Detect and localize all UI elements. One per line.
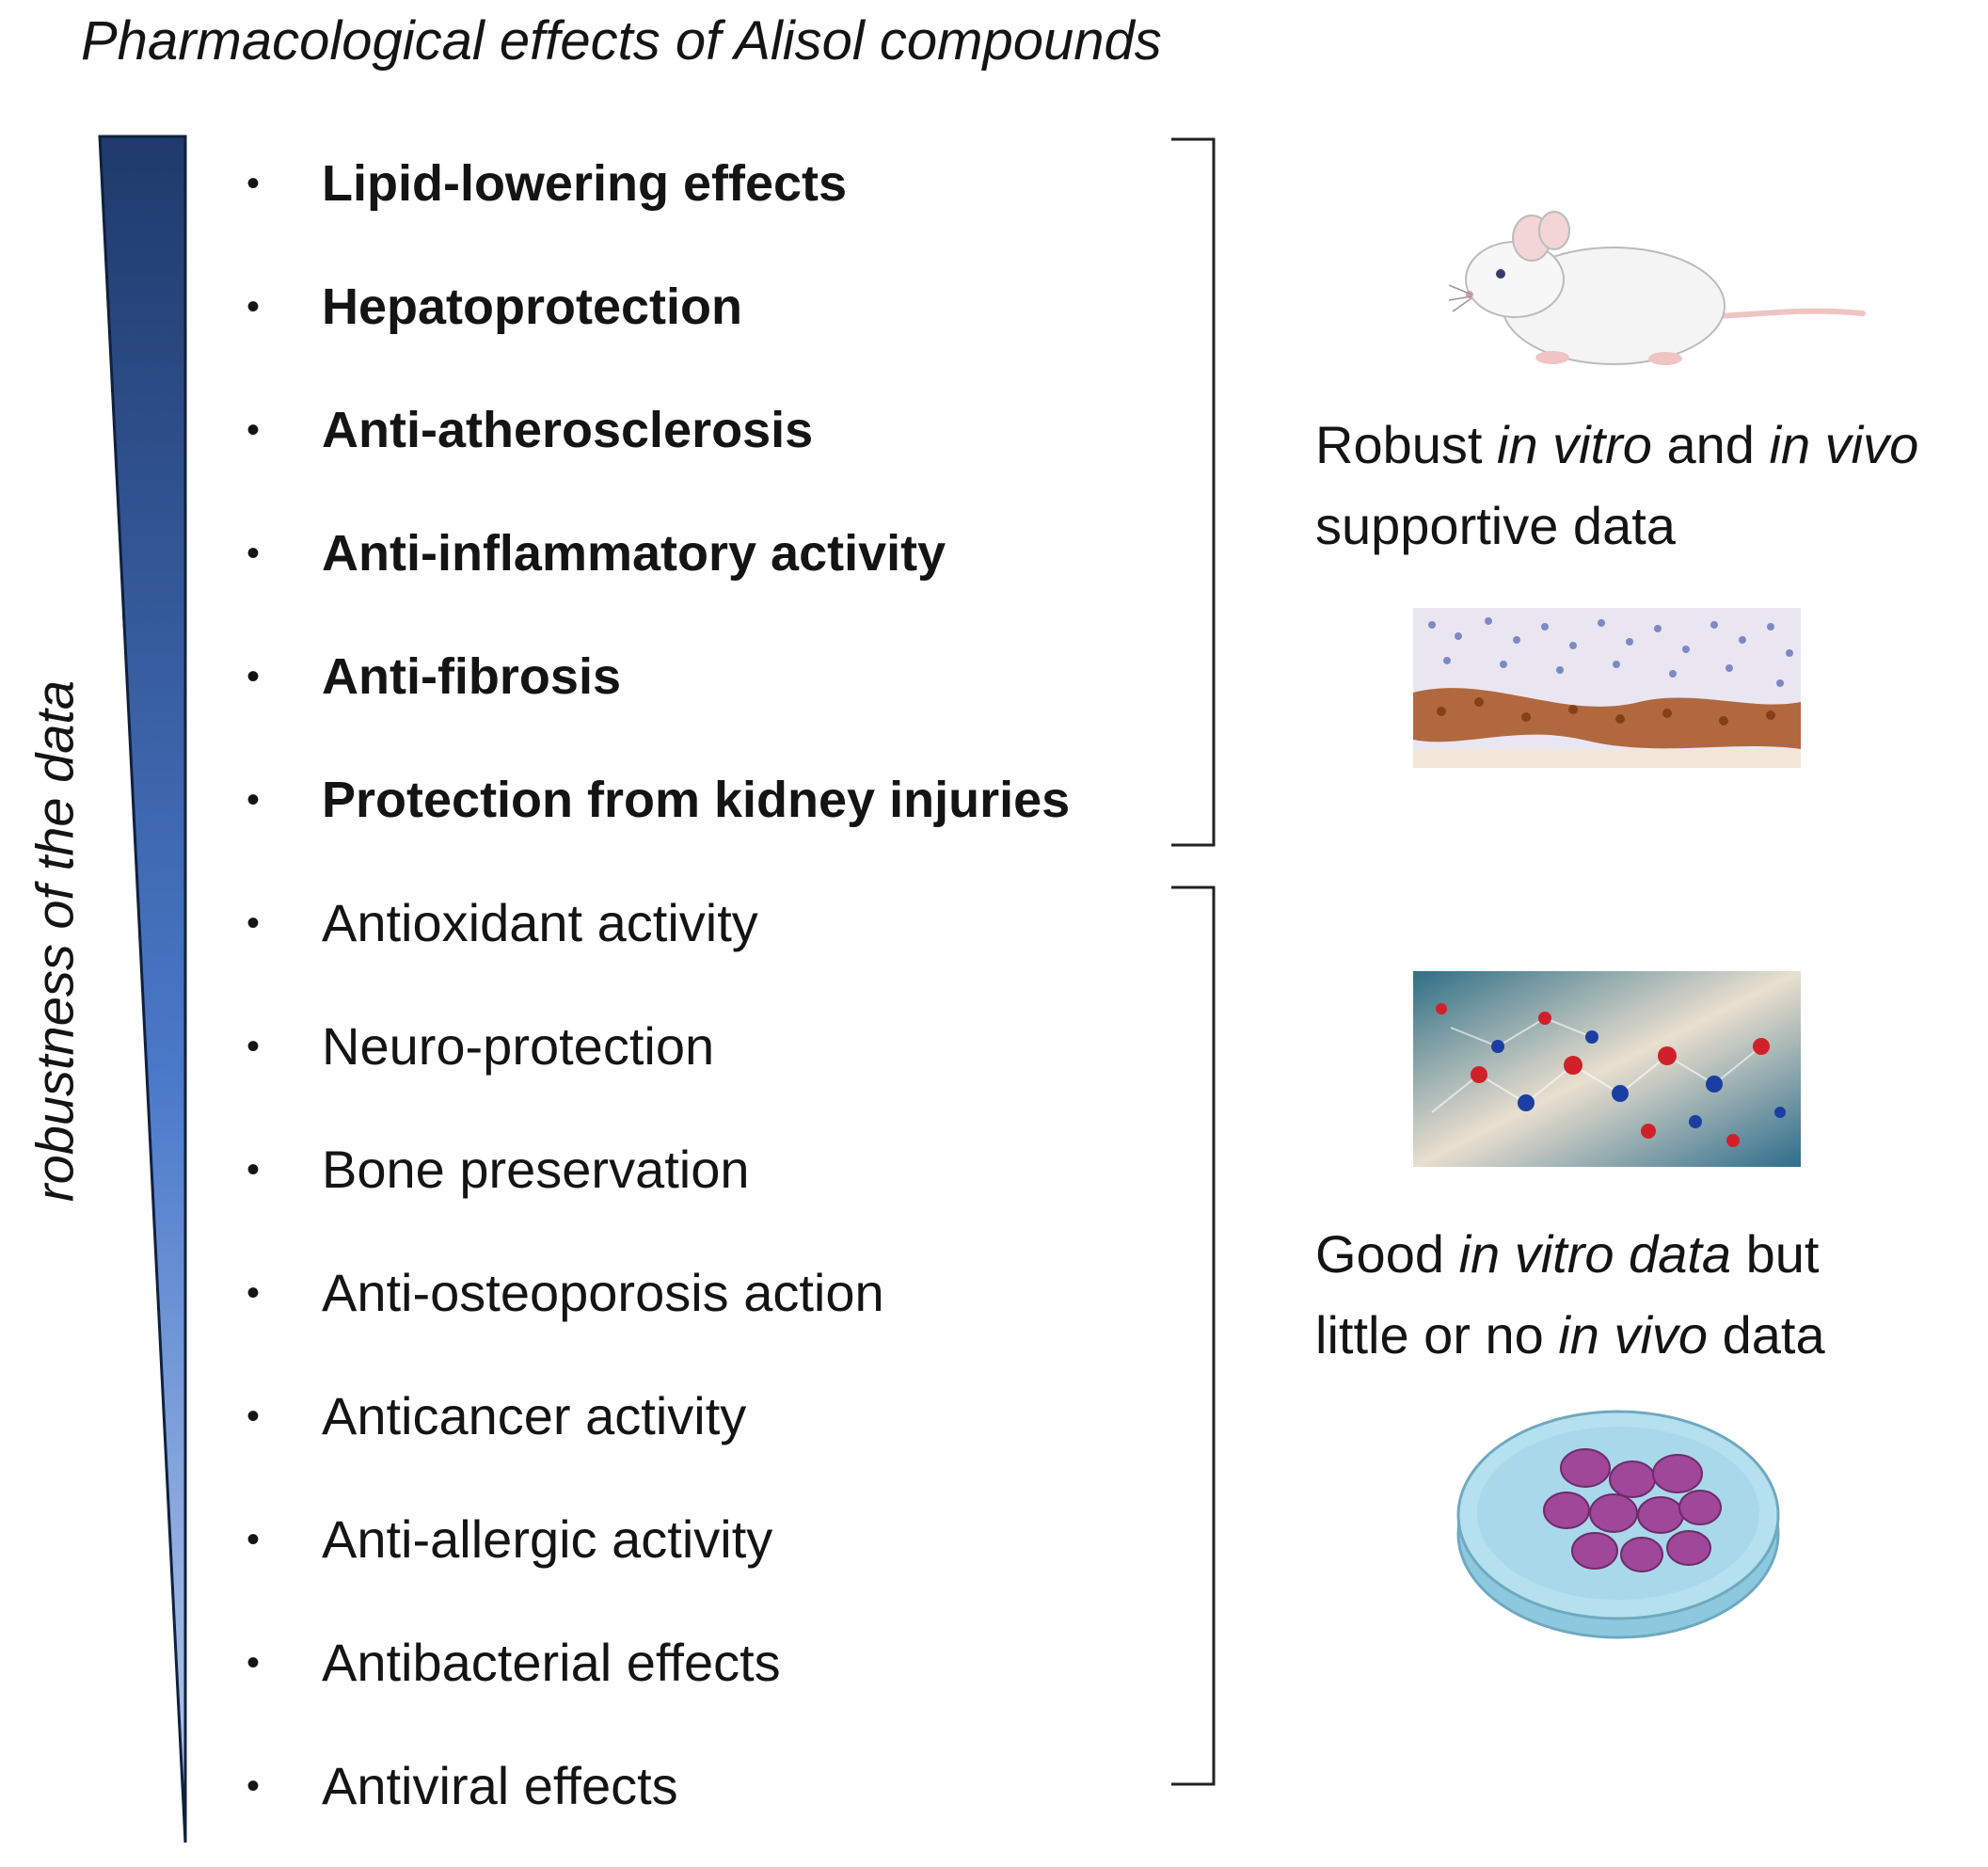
bullet-icon: • [247, 1149, 261, 1190]
list-item-label: Antioxidant activity [322, 893, 758, 952]
list-item-label: Antiviral effects [322, 1756, 678, 1815]
list-item: • Hepatoprotection [247, 269, 742, 344]
list-item: • Bone preservation [247, 1132, 750, 1207]
molecule-image [1413, 971, 1801, 1167]
list-item: • Anti-inflammatory activity [247, 516, 946, 591]
list-item-label: Hepatoprotection [322, 279, 743, 335]
axis-label: robustness of the data [24, 679, 85, 1203]
list-item: • Antibacterial effects [247, 1625, 781, 1700]
bullet-icon: • [247, 656, 261, 697]
list-item-label: Anti-osteoporosis action [322, 1263, 884, 1322]
petri-dish-cells-illustration [1456, 1410, 1780, 1639]
list-item-label: Anticancer activity [322, 1386, 747, 1445]
note-strong-line1: Robust in vitro and in vivo [1315, 405, 1918, 486]
bullet-icon: • [247, 409, 261, 451]
list-item-label: Anti-fibrosis [322, 648, 621, 705]
note-strong: Robust in vitro and in vivo supportive d… [1315, 405, 1918, 566]
note-weak-line2-b: in vivo [1558, 1305, 1709, 1364]
bullet-icon: • [247, 1026, 261, 1067]
bullet-icon: • [247, 286, 261, 327]
list-item: • Antiviral effects [247, 1748, 678, 1824]
list-item-label: Anti-inflammatory activity [322, 525, 946, 582]
bullet-icon: • [247, 1765, 261, 1807]
list-item: • Neuro-protection [247, 1009, 714, 1084]
list-item-label: Bone preservation [322, 1140, 750, 1199]
note-strong-line1-c: and [1651, 415, 1770, 474]
note-weak-line1: Good in vitro data but [1315, 1214, 1825, 1295]
list-item: • Protection from kidney injuries [247, 762, 1070, 838]
bullet-icon: • [247, 1396, 261, 1437]
bullet-icon: • [247, 902, 261, 944]
note-strong-line1-a: Robust [1315, 415, 1497, 474]
bullet-icon: • [247, 1642, 261, 1683]
list-item: • Anti-atherosclerosis [247, 392, 813, 468]
note-weak-line2-a: little or no [1315, 1305, 1559, 1364]
note-weak-line1-a: Good [1315, 1224, 1459, 1284]
note-weak-line2: little or no in vivo data [1315, 1295, 1825, 1376]
note-strong-line2: supportive data [1315, 496, 1676, 555]
list-item: • Antioxidant activity [247, 886, 758, 961]
list-item-label: Anti-atherosclerosis [322, 402, 814, 458]
mouse-illustration [1449, 211, 1866, 365]
bullet-icon: • [247, 1519, 261, 1560]
note-weak-line1-b: in vitro data [1458, 1224, 1732, 1284]
note-strong-line1-b: in vitro [1497, 415, 1652, 474]
list-item-label: Anti-allergic activity [322, 1509, 773, 1569]
note-strong-line1-d: in vivo [1769, 415, 1919, 474]
list-item: • Anti-osteoporosis action [247, 1255, 884, 1331]
list-item: • Anti-fibrosis [247, 639, 621, 714]
list-item-label: Antibacterial effects [322, 1633, 781, 1692]
list-item: • Anticancer activity [247, 1379, 746, 1454]
note-weak: Good in vitro data but little or no in v… [1315, 1214, 1825, 1376]
list-item-label: Neuro-protection [322, 1016, 715, 1076]
figure-title: Pharmacological effects of Alisol compou… [81, 10, 1162, 72]
note-weak-line2-c: data [1708, 1305, 1825, 1364]
bullet-icon: • [247, 533, 261, 574]
list-item-label: Protection from kidney injuries [322, 772, 1071, 828]
bullet-icon: • [247, 1272, 261, 1314]
note-weak-line1-c: but [1731, 1224, 1820, 1284]
bullet-icon: • [247, 779, 261, 821]
list-item: • Lipid-lowering effects [247, 146, 847, 221]
bullet-icon: • [247, 163, 261, 204]
list-item: • Anti-allergic activity [247, 1502, 772, 1577]
stained-tissue-image [1413, 608, 1801, 768]
list-item-label: Lipid-lowering effects [322, 155, 848, 212]
